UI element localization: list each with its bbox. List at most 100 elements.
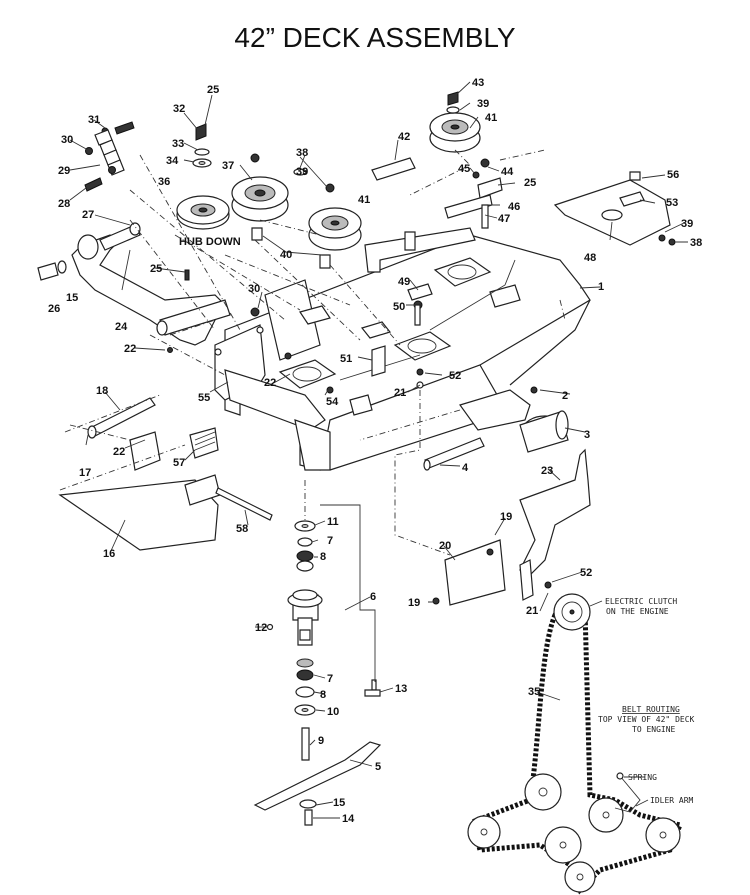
callout-3: 3 [584,429,590,441]
electric-clutch-label: ELECTRIC CLUTCH [605,597,677,606]
callout-6: 6 [370,591,376,603]
callout-35: 35 [528,686,540,698]
callout-13: 13 [395,683,407,695]
callout-50: 50 [393,301,405,313]
callout-30b: 30 [248,283,260,295]
callout-18: 18 [96,385,108,397]
callout-7a: 7 [327,535,333,547]
callout-57: 57 [173,457,185,469]
callout-46: 46 [508,201,520,213]
callout-15a: 15 [66,292,78,304]
callout-55: 55 [198,392,210,404]
callout-51: 51 [340,353,352,365]
callout-2: 2 [562,390,568,402]
callout-52a: 52 [449,370,461,382]
callout-26: 26 [48,303,60,315]
callout-numbers: 1 2 3 4 5 6 7 7 8 8 9 10 11 12 13 14 15 … [48,77,702,825]
callout-17: 17 [79,467,91,479]
callout-11: 11 [327,516,339,528]
electric-clutch-label-2: ON THE ENGINE [606,607,669,616]
callout-20: 20 [439,540,451,552]
callout-29: 29 [58,165,70,177]
callout-31: 31 [88,114,100,126]
deflector-16 [58,427,273,551]
callout-4: 4 [462,462,469,474]
callout-41a: 41 [485,112,497,124]
cover-48 [371,157,676,246]
assembly-lines [59,149,566,682]
pulley-36 [176,195,230,230]
callout-25b: 25 [150,263,162,275]
callout-14: 14 [342,813,355,825]
spring-label: SPRING [628,773,657,782]
callout-43: 43 [472,77,484,89]
callout-52b: 52 [580,567,592,579]
callout-36: 36 [158,176,170,188]
left-hanger-bracket [214,324,331,471]
callout-22c: 22 [113,446,125,458]
callout-58: 58 [236,523,248,535]
callout-19a: 19 [500,511,512,523]
callout-47: 47 [498,213,510,225]
callout-54: 54 [326,396,339,408]
right-side-parts [423,389,591,606]
callout-27: 27 [82,209,94,221]
callout-24: 24 [115,321,128,333]
callout-38b: 38 [690,237,702,249]
belt-routing-diagram [467,593,684,895]
callout-21a: 21 [394,387,406,399]
callout-40: 40 [280,249,292,261]
callout-48: 48 [584,252,596,264]
rod-18 [87,397,156,439]
callout-33: 33 [172,138,184,150]
hub-down-label: HUB DOWN [179,236,241,248]
callout-8b: 8 [320,689,326,701]
callout-45: 45 [458,163,470,175]
callout-22b: 22 [264,377,276,389]
callout-5: 5 [375,761,381,773]
callout-39c: 39 [681,218,693,230]
callout-49: 49 [398,276,410,288]
callout-9: 9 [318,735,324,747]
pulley-41-center [308,207,362,251]
callout-53: 53 [666,197,678,209]
callout-28: 28 [58,198,70,210]
callout-44: 44 [501,166,514,178]
callout-25c: 25 [524,177,536,189]
belt-routing-sub-2: TO ENGINE [632,725,676,734]
callout-32: 32 [173,103,185,115]
callout-7b: 7 [327,673,333,685]
callout-1: 1 [598,281,604,293]
callout-34: 34 [166,155,179,167]
callout-10: 10 [327,706,339,718]
chain-link-assembly [84,121,135,192]
callout-39b: 39 [477,98,489,110]
callout-23: 23 [541,465,553,477]
callout-16: 16 [103,548,115,560]
callout-38a: 38 [296,147,308,159]
callout-22a: 22 [124,343,136,355]
leader-lines [69,81,688,819]
page-title: 42” DECK ASSEMBLY [234,22,516,53]
belt-routing-sub-1: TOP VIEW OF 42" DECK [598,715,695,724]
pulley-37 [231,176,289,222]
belt-routing-label: BELT ROUTING [622,705,680,714]
callout-39a: 39 [296,166,308,178]
callout-19b: 19 [408,597,420,609]
callout-21b: 21 [526,605,538,617]
lift-arm [37,222,231,346]
callout-30a: 30 [61,134,73,146]
callout-42: 42 [398,131,410,143]
callout-25a: 25 [207,84,219,96]
callout-41b: 41 [358,194,370,206]
callout-15b: 15 [333,797,345,809]
callout-37: 37 [222,160,234,172]
hardware-pieces [167,91,538,394]
spindle-stack [253,520,382,826]
callout-12: 12 [255,622,267,634]
callout-56: 56 [667,169,679,181]
idler-arm-label: IDLER ARM [650,796,694,805]
callout-8a: 8 [320,551,326,563]
pulley-41-top [429,112,481,153]
